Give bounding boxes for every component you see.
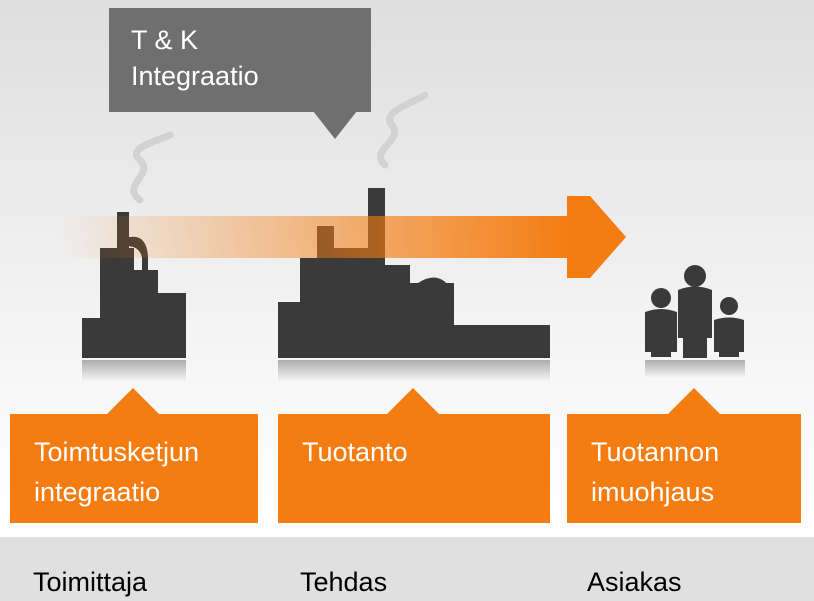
callout-production: Tuotanto [278, 414, 550, 523]
callout-pull-control: Tuotannon imuohjaus [567, 414, 801, 523]
customer-group-icon [645, 265, 744, 358]
supplier-factory-reflection [82, 360, 186, 382]
flow-arrow [60, 196, 626, 278]
callout-pull-control-line-2: imuohjaus [591, 477, 715, 507]
top-callout-line-2: Integraatio [131, 61, 259, 91]
callout-pull-control-line-1: Tuotannon [591, 437, 720, 467]
factory-reflection [278, 360, 550, 382]
top-callout-rd-integration: T & K Integraatio [109, 8, 371, 112]
customer-group-reflection [645, 360, 745, 378]
callout-supply-chain-line-1: Toimtusketjun [34, 437, 200, 467]
callout-supply-chain-line-2: integraatio [34, 477, 161, 507]
footer-bar: Toimittaja Tehdas Asiakas [0, 537, 814, 601]
top-callout-pointer [313, 111, 357, 139]
diagram-scene [60, 91, 745, 415]
callout-supply-chain: Toimtusketjun integraatio [10, 414, 258, 523]
footer-label-factory: Tehdas [300, 567, 388, 597]
smoke-wisp-1 [130, 131, 174, 204]
callout-production-line-1: Tuotanto [302, 437, 408, 467]
callout-pointer-supplier [106, 388, 160, 415]
smoke-wisp-2 [377, 91, 429, 169]
footer-label-supplier: Toimittaja [33, 567, 148, 597]
supplier-factory-icon [82, 212, 186, 358]
callout-pointer-customer [667, 388, 721, 415]
footer-label-customer: Asiakas [587, 567, 682, 597]
factory-icon [278, 188, 550, 358]
top-callout-line-1: T & K [131, 25, 199, 55]
callout-pointer-factory [386, 388, 440, 415]
